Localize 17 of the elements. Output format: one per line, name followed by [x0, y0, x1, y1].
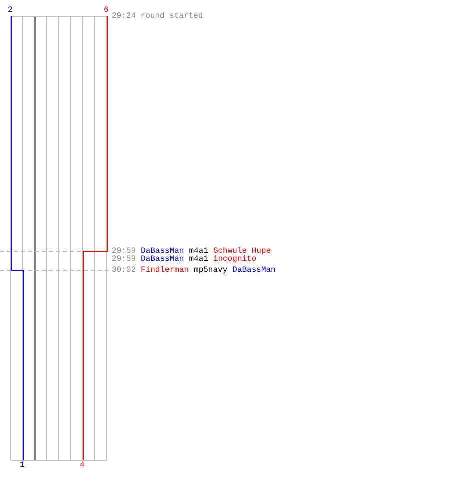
track-number: 6 [104, 6, 109, 15]
weapon-name: mp5navy [194, 266, 228, 275]
track-number: 1 [20, 461, 25, 470]
player-name: DaBassMan [141, 247, 184, 256]
weapon-name: m4a1 [189, 255, 208, 264]
timestamp: 29:59 [112, 255, 136, 264]
track-number: 4 [80, 461, 85, 470]
weapon-name: m4a1 [189, 247, 208, 256]
player-name: Findlerman [141, 266, 190, 275]
track-number: 2 [8, 6, 13, 15]
player-name: incognito [213, 255, 257, 264]
event-text: 29:24 round started [112, 12, 204, 21]
player-name: DaBassMan [232, 266, 276, 275]
player-name: Schwule Hupe [213, 247, 272, 256]
timestamp: 30:02 [112, 266, 136, 275]
timestamp: 29:59 [112, 247, 136, 256]
player-name: DaBassMan [141, 255, 184, 264]
